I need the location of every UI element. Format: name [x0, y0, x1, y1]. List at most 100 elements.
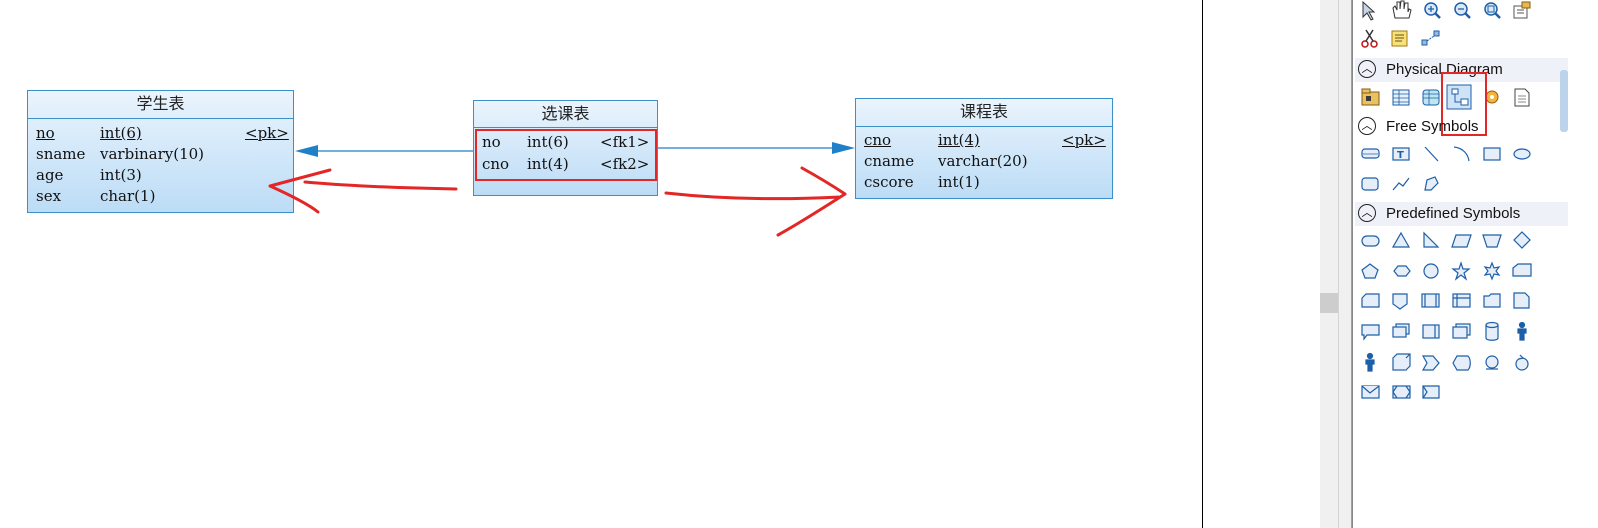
entity-student[interactable]: 学生表 no int(6) <pk> sname varbinary(10) a…	[27, 90, 294, 213]
folder-icon[interactable]	[1483, 293, 1501, 308]
card-icon[interactable]	[1512, 263, 1532, 277]
capsule-icon[interactable]	[1361, 235, 1380, 247]
parallelogram-icon[interactable]	[1451, 234, 1472, 248]
document-icon[interactable]	[1513, 292, 1530, 309]
arc-icon[interactable]	[1453, 146, 1470, 162]
actor-alt-icon[interactable]	[1365, 352, 1375, 372]
zoom-out-icon[interactable]	[1454, 2, 1471, 19]
display-icon[interactable]	[1452, 355, 1471, 371]
multi-document-icon[interactable]	[1392, 323, 1410, 338]
column-row[interactable]: cscore int(1)	[856, 172, 1112, 193]
file-icon[interactable]	[1514, 88, 1530, 107]
entity-title: 选课表	[474, 101, 657, 128]
package-icon[interactable]	[1361, 88, 1380, 106]
actor-icon[interactable]	[1517, 321, 1527, 341]
column-row[interactable]: sname varbinary(10)	[28, 144, 293, 165]
palette-scrollbar[interactable]	[1560, 70, 1568, 132]
section-free-symbols[interactable]: ︿ Free Symbols	[1355, 115, 1568, 139]
column-name: cno	[482, 155, 510, 173]
svg-text:T: T	[1397, 150, 1404, 161]
entity-course[interactable]: 课程表 cno int(4) <pk> cname varchar(20) cs…	[855, 98, 1113, 199]
reference-icon[interactable]	[1446, 84, 1472, 110]
stacked-icon[interactable]	[1452, 323, 1471, 339]
properties-icon[interactable]	[1513, 1, 1531, 19]
offpage-icon[interactable]	[1392, 293, 1408, 310]
cube-icon[interactable]	[1392, 353, 1411, 371]
title-icon[interactable]	[1361, 148, 1380, 159]
procedure-icon[interactable]	[1485, 90, 1499, 104]
column-name: no	[482, 133, 501, 151]
collapse-icon[interactable]: ︿	[1358, 117, 1376, 135]
process-icon[interactable]	[1421, 293, 1440, 308]
star5-icon[interactable]	[1451, 261, 1471, 281]
column-row[interactable]: cno int(4) <fk2>	[474, 154, 657, 175]
collapse-icon[interactable]: ︿	[1358, 204, 1376, 222]
column-type: int(4)	[527, 155, 569, 173]
text-icon[interactable]: T	[1392, 147, 1410, 161]
free-symbols-tools: T	[1361, 146, 1531, 191]
pointer-icon[interactable]	[1362, 0, 1376, 21]
annotation-highlight-box	[475, 129, 657, 181]
triangle-icon[interactable]	[1391, 231, 1411, 248]
polygon-icon[interactable]	[1424, 176, 1439, 191]
trapezoid-icon[interactable]	[1482, 234, 1502, 248]
pentagon-icon[interactable]	[1361, 263, 1379, 279]
right-triangle-icon[interactable]	[1423, 231, 1440, 248]
palette-splitter[interactable]	[1338, 0, 1352, 528]
column-row[interactable]: cname varchar(20)	[856, 151, 1112, 172]
loop-limit-icon[interactable]	[1485, 355, 1499, 370]
canvas-border	[1202, 0, 1203, 528]
polyline-icon[interactable]	[1392, 177, 1410, 191]
sort-icon[interactable]	[1392, 385, 1411, 399]
rectangle-icon[interactable]	[1483, 147, 1501, 161]
tape-icon[interactable]	[1422, 385, 1440, 399]
vertical-scrollbar[interactable]	[1320, 0, 1338, 528]
collapse-icon[interactable]: ︿	[1358, 60, 1376, 78]
folded-corner-icon[interactable]	[1361, 293, 1380, 308]
cut-icon[interactable]	[1361, 29, 1378, 48]
canvas-gutter	[1203, 0, 1320, 528]
octagon-icon[interactable]	[1423, 263, 1439, 279]
diamond-icon[interactable]	[1513, 231, 1531, 249]
ellipse-icon[interactable]	[1513, 148, 1531, 160]
hexagon-icon[interactable]	[1393, 265, 1411, 277]
table-icon[interactable]	[1392, 89, 1410, 106]
section-predefined-symbols[interactable]: ︿ Predefined Symbols	[1355, 202, 1568, 226]
link-icon[interactable]	[1421, 30, 1440, 46]
column-type: varchar(20)	[938, 152, 1028, 170]
column-name: cname	[864, 152, 915, 170]
envelope-icon[interactable]	[1361, 385, 1380, 399]
internal-storage-icon[interactable]	[1452, 293, 1471, 308]
column-row[interactable]: no int(6) <fk1>	[474, 132, 657, 153]
zoom-in-icon[interactable]	[1424, 2, 1441, 19]
column-row[interactable]: age int(3)	[28, 165, 293, 186]
column-row[interactable]: no int(6) <pk>	[28, 123, 293, 144]
cycle-icon[interactable]	[1515, 354, 1529, 371]
relationships-layer	[268, 142, 855, 237]
hand-icon[interactable]	[1392, 0, 1412, 19]
annotation-arrow-left	[268, 168, 458, 214]
column-row[interactable]: cno int(4) <pk>	[856, 130, 1112, 151]
section-label: Predefined Symbols	[1386, 205, 1521, 222]
column-type: int(3)	[100, 166, 142, 184]
view-icon[interactable]	[1422, 89, 1440, 106]
column-key: <fk1>	[600, 133, 650, 151]
chevron-shape-icon[interactable]	[1421, 355, 1440, 371]
star6-icon[interactable]	[1483, 261, 1501, 281]
reference-enroll-student[interactable]	[295, 145, 473, 157]
callout-icon[interactable]	[1361, 324, 1380, 341]
column-type: int(6)	[100, 124, 142, 142]
cylinder-icon[interactable]	[1485, 321, 1499, 341]
reference-enroll-course[interactable]	[658, 142, 855, 154]
column-row[interactable]: sex char(1)	[28, 186, 293, 207]
column-type: varbinary(10)	[100, 145, 205, 163]
line-icon[interactable]	[1424, 146, 1439, 162]
scrollbar-thumb[interactable]	[1320, 293, 1338, 313]
column-name: sex	[36, 187, 62, 205]
diagram-canvas[interactable]: 学生表 no int(6) <pk> sname varbinary(10) a…	[0, 0, 1203, 528]
palette-tools-row	[1361, 0, 1531, 48]
note-icon[interactable]	[1391, 30, 1408, 47]
frame-icon[interactable]	[1422, 324, 1440, 339]
rounded-rect-icon[interactable]	[1361, 177, 1379, 191]
zoom-fit-icon[interactable]	[1484, 2, 1501, 19]
